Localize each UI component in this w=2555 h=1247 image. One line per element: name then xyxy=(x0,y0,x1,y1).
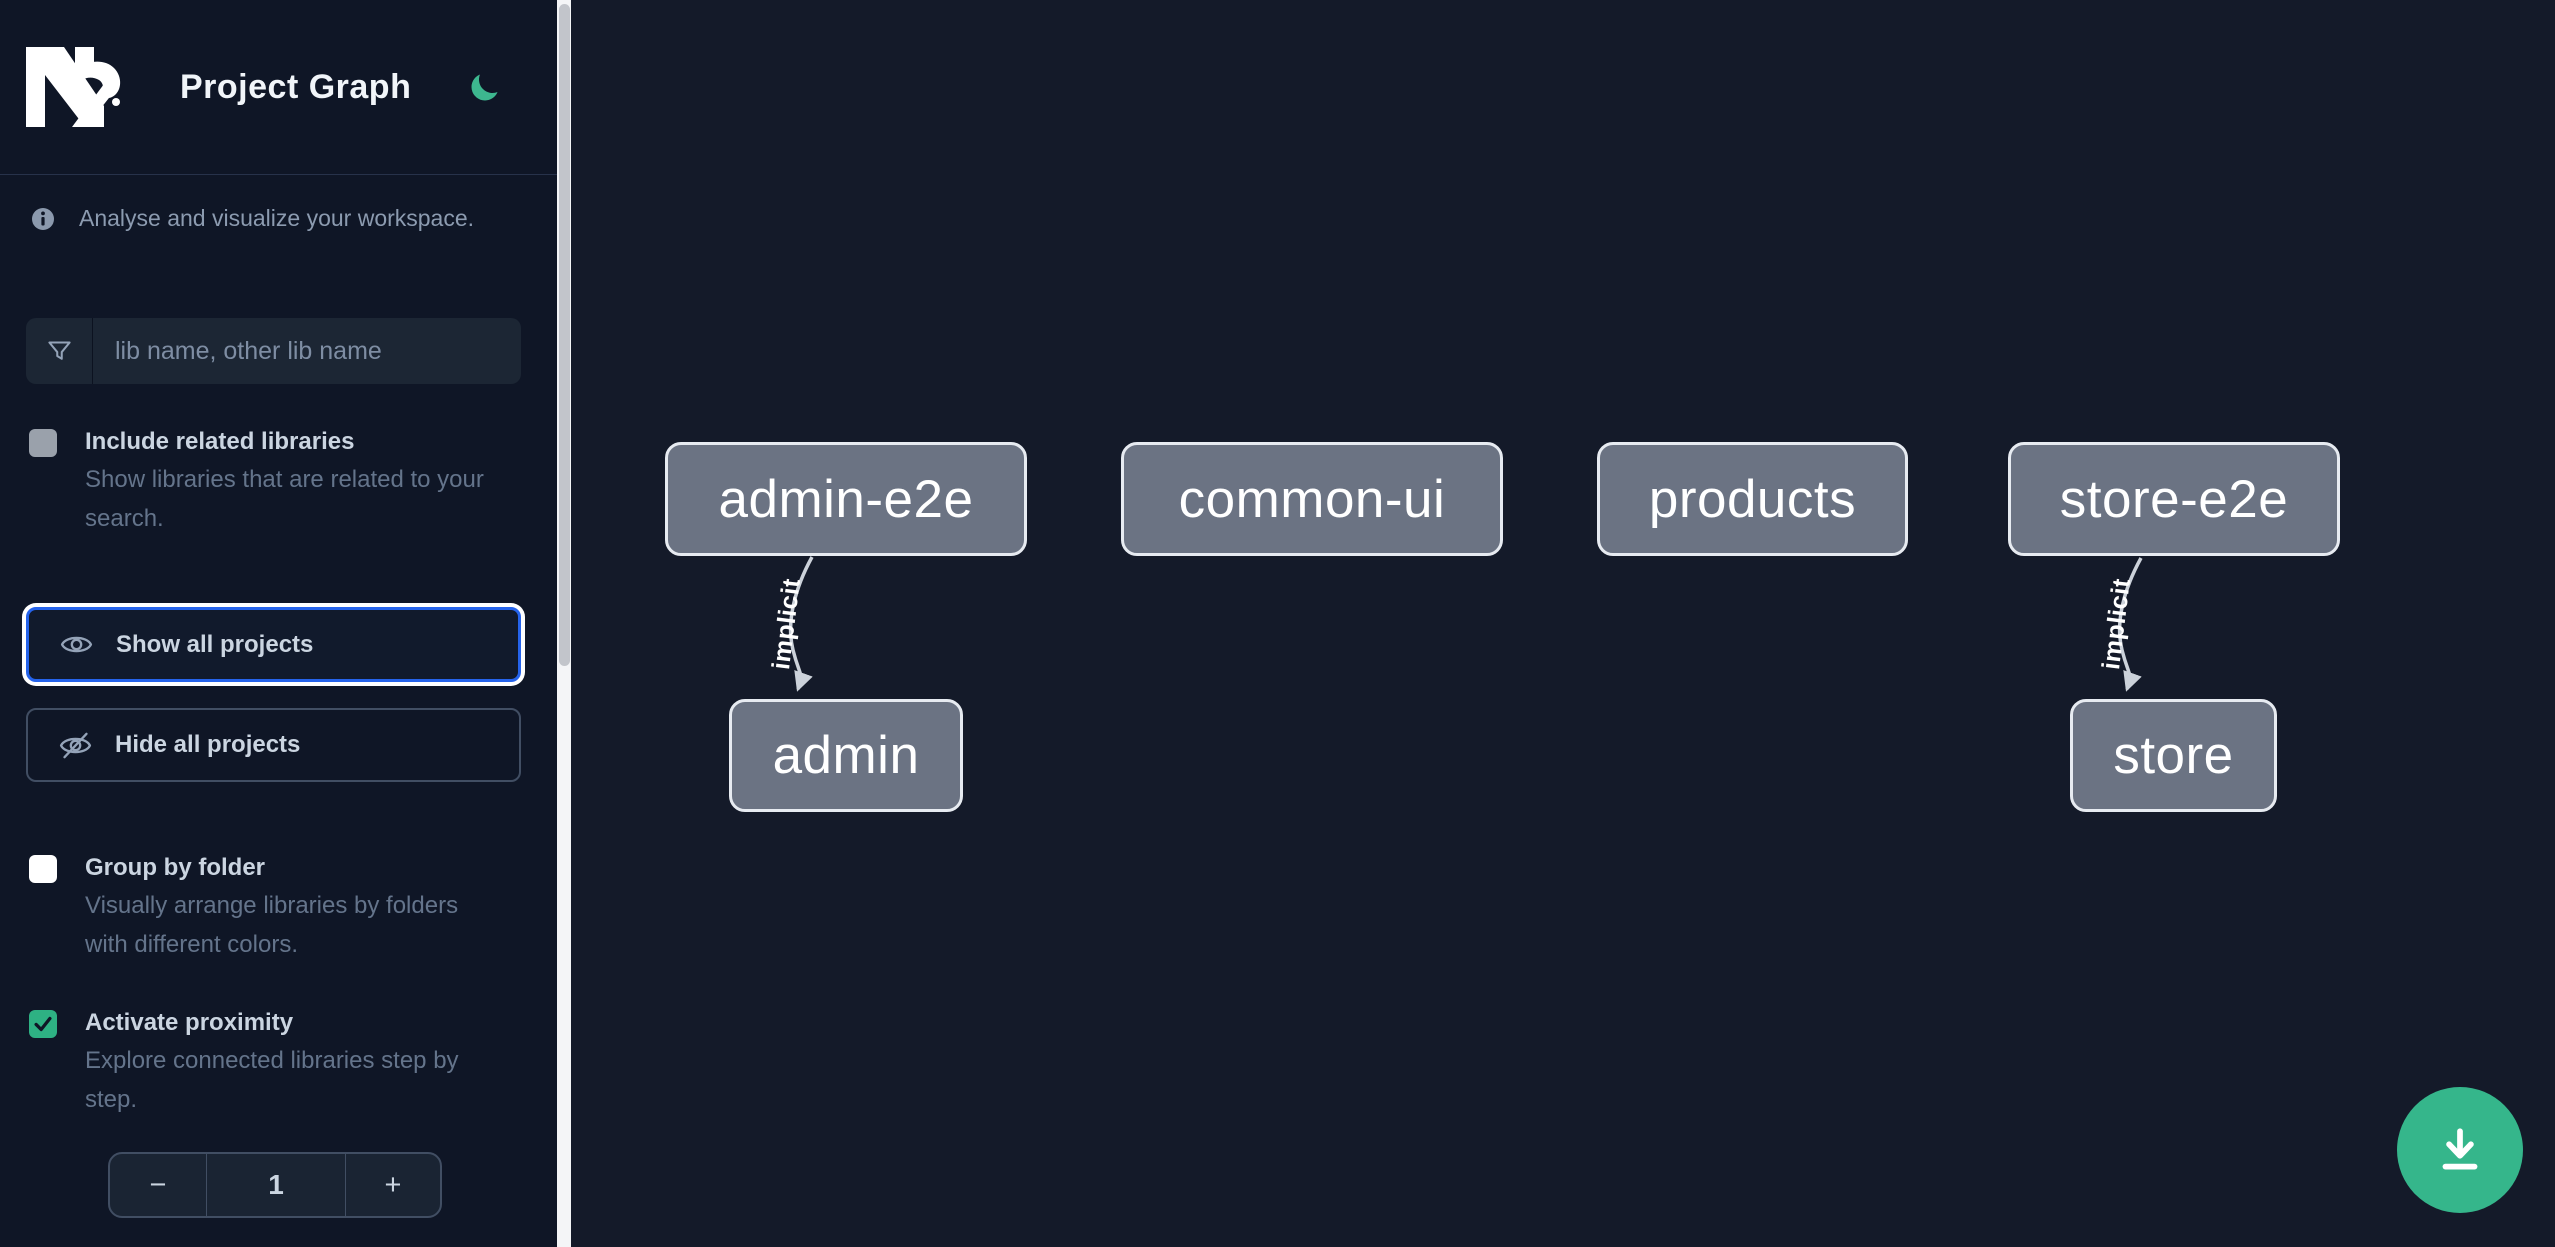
download-icon xyxy=(2442,1128,2478,1170)
show-all-projects-button[interactable]: Show all projects xyxy=(26,607,521,682)
hide-all-label: Hide all projects xyxy=(115,731,301,758)
page-title: Project Graph xyxy=(180,67,412,106)
activate-proximity-checkbox[interactable] xyxy=(29,1010,57,1038)
option-label[interactable]: Activate proximity xyxy=(85,1009,294,1036)
workspace-tagline: Analyse and visualize your workspace. xyxy=(0,205,557,232)
show-all-label: Show all projects xyxy=(116,630,314,658)
graph-node-products[interactable]: products xyxy=(1597,442,1908,556)
sidebar-scrollbar xyxy=(557,0,571,1247)
moon-icon xyxy=(471,74,498,101)
sidebar-header: Project Graph xyxy=(0,0,557,175)
graph-node-common-ui[interactable]: common-ui xyxy=(1121,442,1503,556)
option-label[interactable]: Group by folder xyxy=(85,854,265,881)
info-icon xyxy=(32,207,54,230)
proximity-depth-stepper: − 1 + xyxy=(108,1152,442,1218)
graph-node-store-e2e[interactable]: store-e2e xyxy=(2008,442,2340,556)
option-description: Visually arrange libraries by folders wi… xyxy=(85,892,459,958)
graph-node-admin[interactable]: admin xyxy=(729,699,963,812)
decrement-button[interactable]: − xyxy=(110,1154,207,1216)
funnel-icon xyxy=(26,318,93,384)
checkmark-icon xyxy=(34,1016,52,1032)
graph-canvas[interactable]: admin-e2e common-ui products store-e2e a… xyxy=(571,0,2555,1247)
option-activate-proximity: Activate proximity Explore connected lib… xyxy=(0,1007,557,1119)
filter-input[interactable] xyxy=(93,318,521,384)
include-related-checkbox[interactable] xyxy=(29,429,57,457)
dark-mode-toggle[interactable] xyxy=(467,69,503,105)
scrollbar-thumb[interactable] xyxy=(558,4,570,666)
graph-edges xyxy=(788,556,2143,692)
hide-all-projects-button[interactable]: Hide all projects xyxy=(26,708,521,782)
graph-node-store[interactable]: store xyxy=(2070,699,2277,812)
edge-admin-e2e-to-admin xyxy=(788,556,814,692)
option-group-by-folder: Group by folder Visually arrange librari… xyxy=(0,852,557,964)
increment-button[interactable]: + xyxy=(345,1154,440,1216)
option-label[interactable]: Include related libraries xyxy=(85,428,355,455)
group-by-folder-checkbox[interactable] xyxy=(29,855,57,883)
eye-off-icon xyxy=(59,732,92,758)
eye-icon xyxy=(60,636,93,653)
nx-logo-icon xyxy=(26,47,121,127)
tagline-text: Analyse and visualize your workspace. xyxy=(79,205,475,231)
edge-store-e2e-to-store xyxy=(2117,557,2143,692)
download-image-button[interactable] xyxy=(2397,1087,2523,1213)
option-description: Explore connected libraries step by step… xyxy=(85,1047,459,1113)
option-include-related: Include related libraries Show libraries… xyxy=(0,426,557,538)
filter-box xyxy=(26,318,521,384)
stepper-value: 1 xyxy=(268,1169,284,1200)
sidebar: Project Graph Analyse and visualize your… xyxy=(0,0,557,1247)
option-description: Show libraries that are related to your … xyxy=(85,466,484,532)
graph-node-admin-e2e[interactable]: admin-e2e xyxy=(665,442,1027,556)
